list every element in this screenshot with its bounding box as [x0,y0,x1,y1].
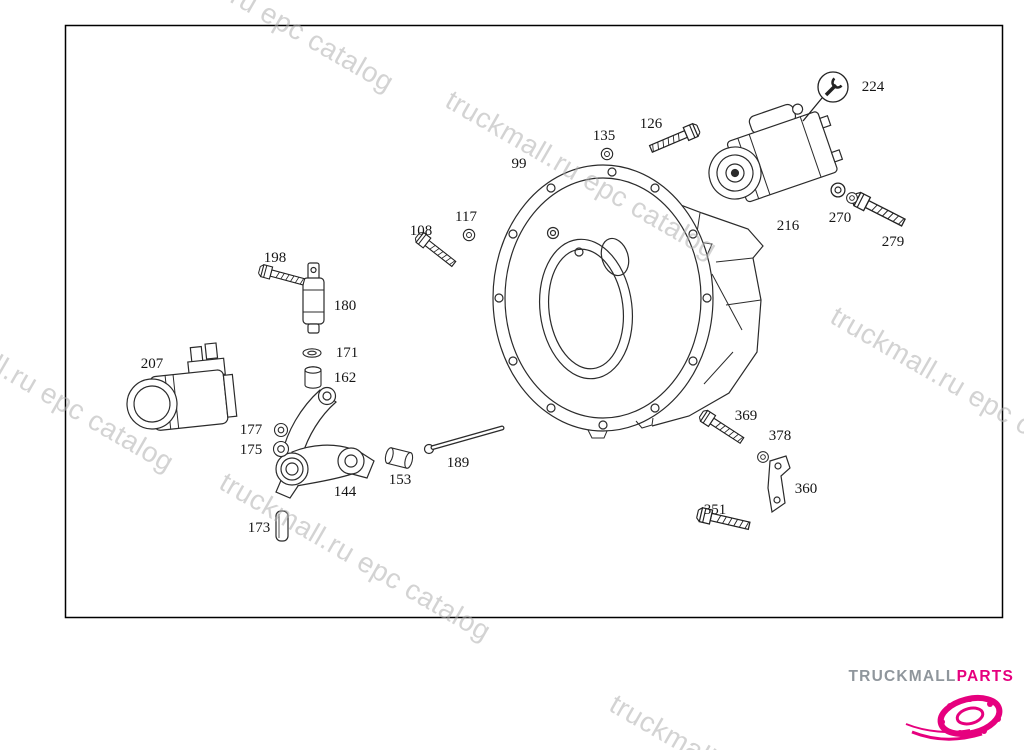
logo-suffix: PARTS [956,668,1014,685]
part-label-207: 207 [141,356,164,372]
part-162-bushing [304,366,322,389]
part-label-175: 175 [240,442,263,458]
part-216-starter-motor [708,103,844,203]
part-173-pin [275,510,289,542]
part-label-351: 351 [704,502,727,518]
part-label-117: 117 [455,209,477,225]
part-label-270: 270 [829,210,852,226]
part-180-clevis [302,262,325,334]
diagram-border [64,24,1004,619]
part-label-173: 173 [248,520,271,536]
part-label-135: 135 [593,128,616,144]
part-99-bell-housing [492,164,764,439]
part-175-washer [272,440,290,458]
part-label-360: 360 [795,481,818,497]
part-label-369: 369 [735,408,758,424]
part-label-177: 177 [240,422,263,438]
part-label-378: 378 [769,428,792,444]
part-378-washer [757,451,769,463]
part-270-washer-a [830,182,846,198]
part-144-release-fork [275,386,375,499]
part-label-153: 153 [389,472,412,488]
wheel-icon [905,694,1003,741]
part-198-bolt [257,263,306,289]
part-label-108: 108 [410,223,433,239]
part-117-washer [462,228,476,242]
part-label-198: 198 [264,250,287,266]
part-270-washer-b [846,192,858,204]
part-153-plug [384,447,414,469]
part-279-bolt [850,190,908,230]
logo-text: TRUCKMALLPARTS [849,668,1014,686]
logo-brand: TRUCKMALL [848,668,957,685]
part-label-162: 162 [334,370,357,386]
part-label-279: 279 [882,234,905,250]
part-label-171: 171 [336,345,359,361]
part-360-bracket [767,455,791,514]
part-label-189: 189 [447,455,470,471]
part-label-224: 224 [862,79,885,95]
part-224-tool-callout [802,71,849,122]
part-207-cylinder [126,342,238,431]
flange-bolt-holes [494,167,712,430]
part-label-144: 144 [334,484,357,500]
callout-leader-line [802,97,823,122]
wrench-icon [824,77,843,97]
part-label-126: 126 [640,116,663,132]
truckmall-logo: TRUCKMALLPARTS [849,668,1014,748]
part-label-216: 216 [777,218,800,234]
part-171-washer [302,348,322,358]
part-189-pushrod [423,425,505,455]
part-177-washer [273,422,289,438]
part-label-99: 99 [512,156,527,172]
part-135-washer [600,147,614,161]
part-label-180: 180 [334,298,357,314]
